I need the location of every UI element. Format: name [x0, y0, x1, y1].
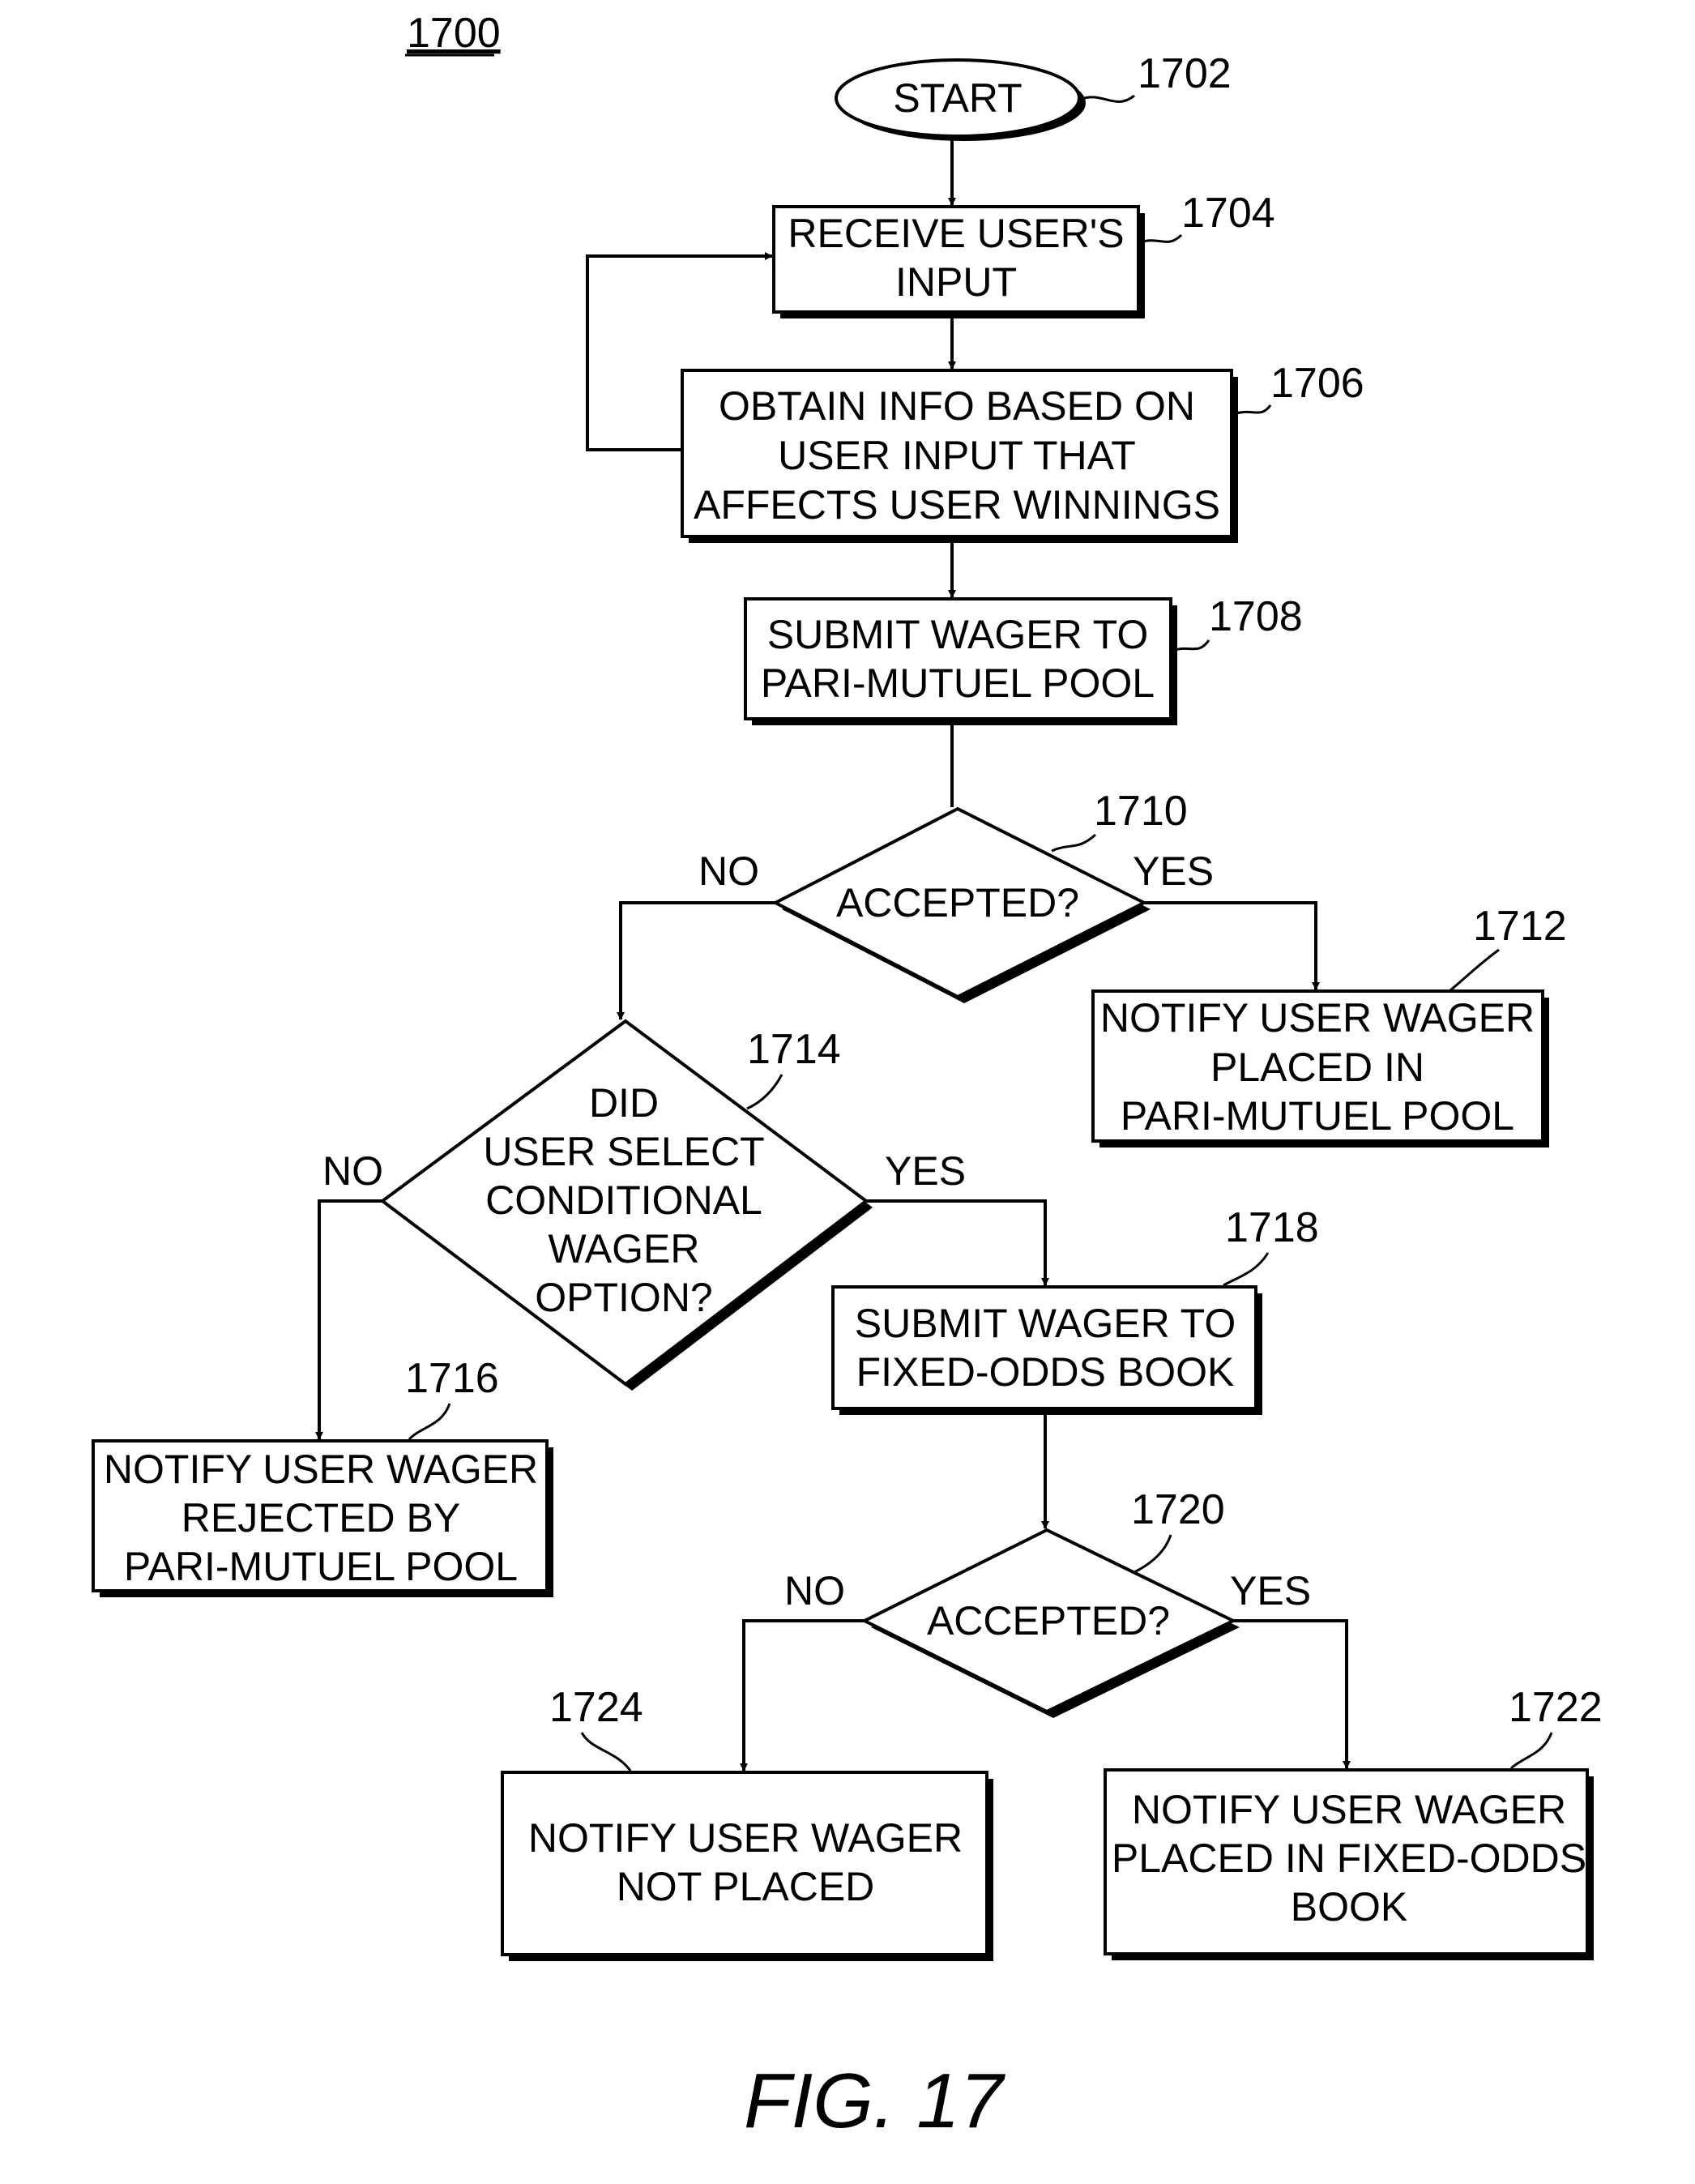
arrow-accepted-no — [621, 903, 775, 1019]
notify-placed-fo-line-1: NOTIFY USER WAGER — [1132, 1787, 1566, 1832]
notify-not-placed-line-1: NOTIFY USER WAGER — [528, 1815, 963, 1861]
ref-1706: 1706 — [1270, 360, 1364, 407]
branch-1710-yes: YES — [1133, 848, 1214, 894]
leader-1712 — [1450, 950, 1499, 990]
notify-rejected-line-1: NOTIFY USER WAGER — [104, 1447, 538, 1492]
submit-fixed-odds-box: SUBMIT WAGER TO FIXED-ODDS BOOK — [833, 1287, 1262, 1415]
start-label: START — [893, 75, 1022, 121]
leader-1722 — [1511, 1733, 1552, 1768]
ref-1708: 1708 — [1209, 593, 1303, 640]
notify-placed-pari-mutuel-box: NOTIFY USER WAGER PLACED IN PARI-MUTUEL … — [1093, 991, 1549, 1148]
ref-1704: 1704 — [1181, 190, 1275, 237]
notify-rejected-line-2: REJECTED BY — [181, 1495, 461, 1541]
obtain-info-line-1: OBTAIN INFO BASED ON — [719, 383, 1195, 429]
branch-1710-no: NO — [698, 848, 759, 894]
conditional-line-2: USER SELECT — [483, 1129, 764, 1174]
notify-placed-pm-line-1: NOTIFY USER WAGER — [1100, 995, 1535, 1041]
figure-caption: FIG. 17 — [744, 2058, 1006, 2144]
obtain-info-line-2: USER INPUT THAT — [778, 433, 1136, 478]
start-terminal: START — [836, 60, 1086, 141]
leader-1714 — [747, 1075, 782, 1109]
branch-1714-yes: YES — [885, 1148, 966, 1194]
ref-1718: 1718 — [1225, 1204, 1319, 1251]
accepted-decision-2: ACCEPTED? — [865, 1530, 1240, 1718]
leader-1720 — [1134, 1535, 1171, 1572]
conditional-line-4: WAGER — [548, 1226, 699, 1272]
accepted-2-label: ACCEPTED? — [927, 1598, 1170, 1643]
notify-placed-fixed-odds-box: NOTIFY USER WAGER PLACED IN FIXED-ODDS B… — [1105, 1770, 1594, 1960]
submit-fixed-odds-line-1: SUBMIT WAGER TO — [855, 1301, 1236, 1346]
notify-not-placed-line-2: NOT PLACED — [617, 1864, 875, 1909]
receive-input-box: RECEIVE USER'S INPUT — [774, 207, 1145, 318]
notify-rejected-line-3: PARI-MUTUEL POOL — [124, 1544, 518, 1589]
receive-input-line-2: INPUT — [895, 259, 1017, 305]
conditional-line-1: DID — [589, 1080, 659, 1126]
leader-1710 — [1052, 835, 1095, 851]
ref-1710: 1710 — [1094, 788, 1188, 835]
ref-1724: 1724 — [549, 1684, 643, 1731]
obtain-info-box: OBTAIN INFO BASED ON USER INPUT THAT AFF… — [682, 370, 1238, 543]
notify-placed-fo-line-3: BOOK — [1291, 1884, 1407, 1930]
arrow-accepted2-no — [744, 1621, 865, 1771]
notify-rejected-box: NOTIFY USER WAGER REJECTED BY PARI-MUTUE… — [93, 1441, 553, 1597]
notify-not-placed-box: NOTIFY USER WAGER NOT PLACED — [502, 1772, 993, 1961]
arrow-accepted2-yes — [1233, 1621, 1347, 1768]
notify-placed-fo-line-2: PLACED IN FIXED-ODDS — [1112, 1836, 1586, 1881]
arrow-accepted-yes — [1144, 903, 1316, 989]
ref-1722: 1722 — [1509, 1684, 1603, 1731]
branch-1714-no: NO — [322, 1148, 383, 1194]
leader-1716 — [409, 1404, 450, 1439]
notify-placed-pm-line-2: PLACED IN — [1210, 1045, 1424, 1090]
leader-1718 — [1223, 1253, 1268, 1285]
obtain-info-line-3: AFFECTS USER WINNINGS — [694, 482, 1220, 528]
submit-pari-mutuel-line-2: PARI-MUTUEL POOL — [761, 660, 1155, 706]
accepted-1-label: ACCEPTED? — [836, 880, 1079, 925]
submit-pari-mutuel-box: SUBMIT WAGER TO PARI-MUTUEL POOL — [745, 599, 1177, 725]
figure-number: 1700 — [407, 10, 501, 57]
accepted-decision-1: ACCEPTED? — [775, 809, 1151, 1003]
ref-1712: 1712 — [1473, 903, 1567, 950]
conditional-line-3: CONDITIONAL — [485, 1177, 762, 1223]
branch-1720-yes: YES — [1230, 1568, 1311, 1613]
submit-pari-mutuel-line-1: SUBMIT WAGER TO — [767, 612, 1148, 657]
conditional-wager-decision: DID USER SELECT CONDITIONAL WAGER OPTION… — [382, 1021, 873, 1391]
arrow-conditional-yes — [866, 1201, 1045, 1285]
conditional-line-5: OPTION? — [535, 1275, 712, 1320]
submit-fixed-odds-line-2: FIXED-ODDS BOOK — [856, 1349, 1235, 1395]
ref-1702: 1702 — [1138, 50, 1232, 97]
leader-1702 — [1078, 96, 1134, 101]
arrow-conditional-no — [319, 1201, 382, 1439]
ref-1716: 1716 — [405, 1355, 499, 1402]
branch-1720-no: NO — [784, 1568, 845, 1613]
receive-input-line-1: RECEIVE USER'S — [788, 211, 1124, 256]
ref-1714: 1714 — [747, 1026, 841, 1073]
notify-placed-pm-line-3: PARI-MUTUEL POOL — [1121, 1093, 1514, 1139]
ref-1720: 1720 — [1131, 1486, 1225, 1533]
leader-1724 — [582, 1733, 630, 1771]
